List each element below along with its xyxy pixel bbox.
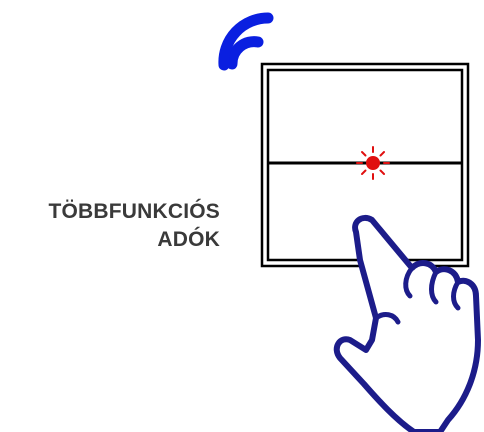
hand-outline: [337, 218, 478, 432]
caption-line-1: TÖBBFUNKCIÓS: [48, 198, 220, 226]
wireless-arc-inner: [232, 42, 258, 64]
led-dot: [366, 156, 380, 170]
caption-line-2: ADÓK: [48, 226, 220, 254]
device-caption: TÖBBFUNKCIÓS ADÓK: [48, 198, 220, 254]
wireless-signal-icon: [224, 18, 268, 65]
led-indicator-icon: [357, 147, 389, 179]
pointing-hand-icon: [337, 218, 478, 432]
